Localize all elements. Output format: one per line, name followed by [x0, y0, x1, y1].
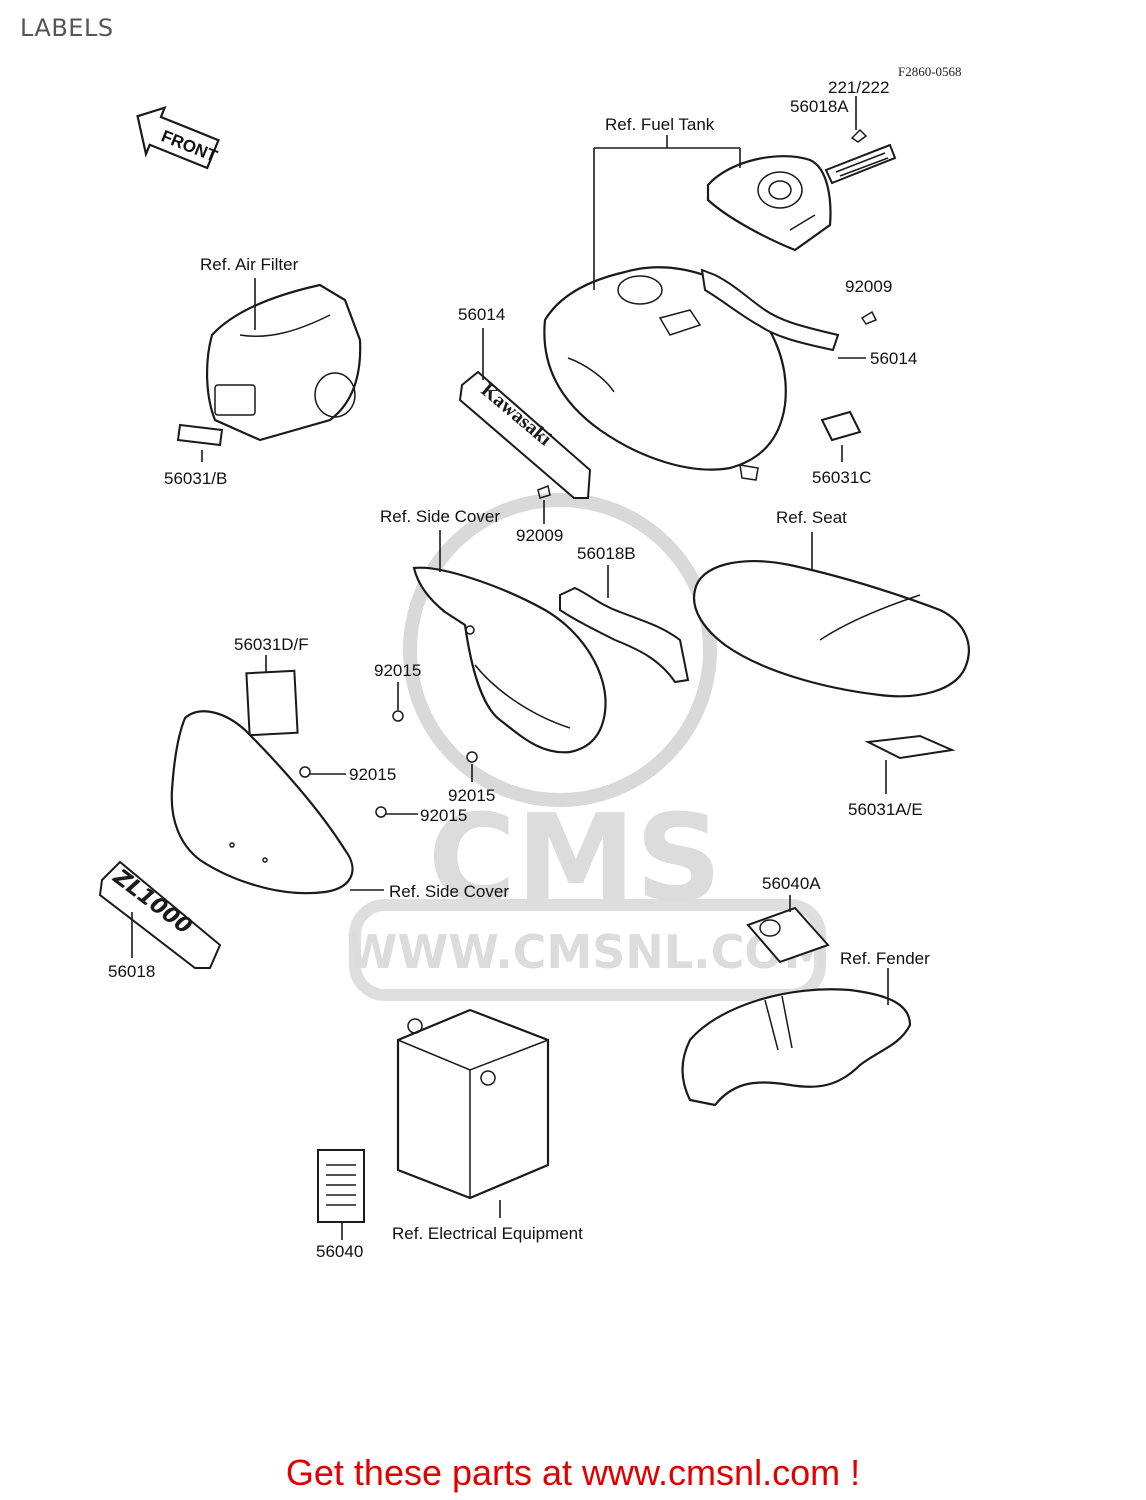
battery	[396, 1008, 550, 1200]
drawing-code: F2860-0568	[898, 64, 962, 79]
label-ref-electrical: Ref. Electrical Equipment	[392, 1224, 583, 1243]
label-56040: 56040	[316, 1242, 363, 1261]
emblem-56018A	[824, 143, 897, 185]
label-92015-b: 92015	[349, 765, 396, 784]
seat	[692, 560, 970, 698]
stripe-56014-right	[700, 268, 840, 352]
label-56018B: 56018B	[577, 544, 636, 563]
sticker-56031AE	[864, 734, 956, 760]
label-56031C: 56031C	[812, 468, 872, 487]
nut-92015-a-icon	[392, 710, 404, 722]
label-92009-mid: 92009	[516, 526, 563, 545]
nut-92015-d-icon	[375, 806, 387, 818]
watermark-brand: CMS	[428, 790, 722, 929]
emblem-56018B	[559, 586, 690, 684]
label-ref-seat: Ref. Seat	[776, 508, 847, 527]
watermark-banner	[349, 899, 826, 1001]
badge-56018: ZL1000	[98, 860, 222, 969]
sticker-56031DF	[245, 669, 299, 737]
screw-92009-top-icon	[860, 310, 878, 325]
label-ref-side-cover-upper: Ref. Side Cover	[380, 507, 500, 526]
label-56031DF: 56031D/F	[234, 635, 309, 654]
leader-lines	[131, 96, 889, 1240]
label-56040	[317, 1149, 365, 1223]
nut-92015-c-icon	[466, 751, 478, 763]
front-arrow-icon: FRONT	[136, 105, 221, 170]
screw-221-222-icon	[850, 128, 868, 143]
watermark: CMS WWW.CMSNL.COM	[347, 493, 830, 1001]
label-ref-air-filter: Ref. Air Filter	[200, 255, 299, 274]
label-221-222: 221/222	[828, 78, 889, 97]
label-ref-side-cover-lower: Ref. Side Cover	[389, 882, 509, 901]
page-title: LABELS	[20, 14, 114, 42]
label-92009-top: 92009	[845, 277, 892, 296]
fuel-tank	[543, 266, 787, 481]
callout-labels: Ref. Fuel Tank 221/222 56018A Ref. Air F…	[108, 78, 930, 1261]
label-56014-right: 56014	[870, 349, 917, 368]
tag-56040A	[746, 906, 830, 964]
air-filter-cover	[206, 283, 362, 442]
side-cover-upper	[412, 566, 607, 754]
footer-promo-link[interactable]: Get these parts at www.cmsnl.com !	[285, 1452, 861, 1493]
label-56014-left: 56014	[458, 305, 505, 324]
side-cover-lower	[170, 710, 354, 895]
label-56040A: 56040A	[762, 874, 821, 893]
label-92015-c: 92015	[448, 786, 495, 805]
label-ref-fuel-tank: Ref. Fuel Tank	[605, 115, 715, 134]
nut-92015-b-icon	[299, 766, 311, 778]
label-56031AE: 56031A/E	[848, 800, 923, 819]
sticker-56031B	[176, 423, 224, 447]
watermark-emblem	[403, 493, 717, 807]
rear-fender	[681, 988, 912, 1107]
label-92015-d: 92015	[420, 806, 467, 825]
label-56018: 56018	[108, 962, 155, 981]
label-ref-fender: Ref. Fender	[840, 949, 930, 968]
tank-cap-cover	[706, 155, 832, 252]
label-56031B: 56031/B	[164, 469, 227, 488]
label-92015-a: 92015	[374, 661, 421, 680]
sticker-56031C	[820, 410, 862, 442]
label-56018A: 56018A	[790, 97, 849, 116]
screw-92009-mid-icon	[537, 484, 551, 499]
watermark-url: WWW.CMSNL.COM	[347, 925, 830, 979]
